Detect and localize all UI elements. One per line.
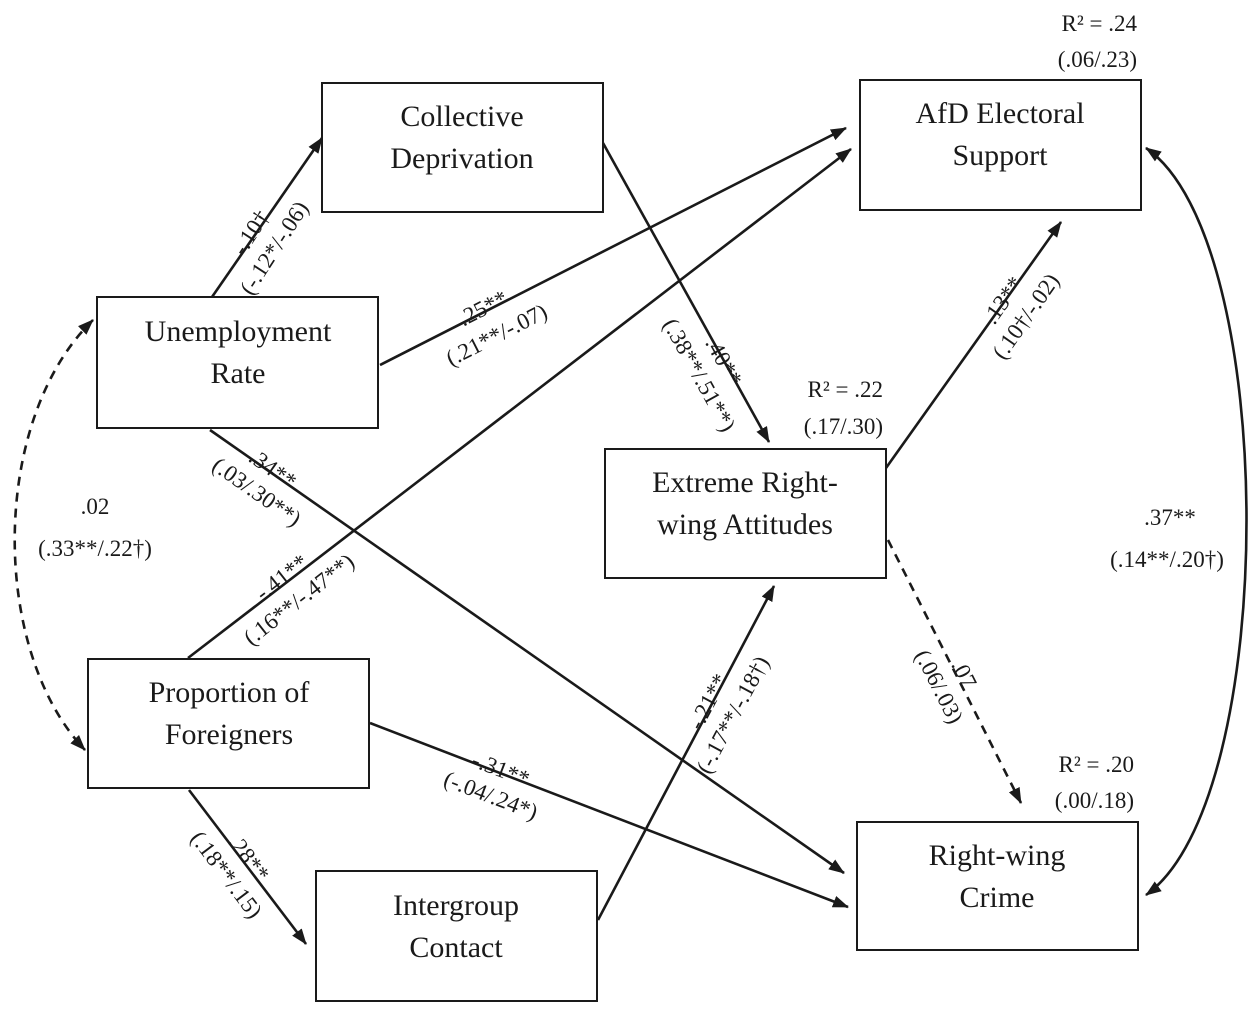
label-foreigners-to-contact: .28** (.18**/.15)	[186, 826, 275, 923]
edge-attitudes-to-crime	[886, 539, 1023, 804]
node-label-line2: Support	[952, 139, 1048, 172]
node-label-line2: Contact	[409, 931, 503, 964]
covariance-unemployment-foreigners	[13, 319, 94, 751]
r-squared-range: (.06/.23)	[1058, 47, 1137, 72]
edge-unemployment-to-crime	[209, 428, 845, 875]
node-label-line1: Proportion of	[149, 676, 310, 709]
node-label-line1: Right-wing	[929, 839, 1066, 872]
node-extreme-right-wing-attitudes: Extreme Right- wing Attitudes	[604, 448, 887, 579]
covariance-coefficient-sub: (.33**/.22†)	[38, 536, 152, 561]
edge-foreigners-to-afd	[187, 147, 852, 660]
node-label-line2: Foreigners	[165, 718, 293, 751]
edge-foreigners-to-crime	[369, 721, 849, 909]
r-squared-range: (.00/.18)	[1055, 788, 1134, 813]
node-label-line2: wing Attitudes	[657, 508, 833, 541]
edge-deprivation-to-attitudes	[601, 142, 771, 443]
node-proportion-of-foreigners: Proportion of Foreigners	[87, 658, 370, 789]
r-squared-crime: R² = .20 (.00/.18)	[1055, 752, 1134, 813]
label-unemployment-to-crime: .34** (.03/.30**)	[208, 444, 306, 532]
node-collective-deprivation: Collective Deprivation	[321, 82, 604, 213]
node-label-line1: Collective	[400, 100, 523, 133]
label-foreigners-to-crime: -.31** (-.04/.24*)	[440, 747, 541, 825]
node-label-line1: Intergroup	[393, 889, 519, 922]
node-label-line1: AfD Electoral	[915, 97, 1084, 130]
label-attitudes-to-afd: .13** (.10†/-.02)	[978, 269, 1064, 364]
r-squared-attitudes: R² = .22 (.17/.30)	[804, 377, 883, 439]
r-squared-value: R² = .20	[1059, 752, 1134, 777]
label-unemployment-to-deprivation: -.10† (-.12*/-.06)	[227, 197, 313, 300]
edge-unemployment-to-deprivation	[210, 137, 324, 298]
node-afd-electoral-support: AfD Electoral Support	[859, 79, 1142, 211]
edge-foreigners-to-contact	[187, 789, 308, 945]
node-label-line2: Crime	[960, 881, 1035, 914]
edge-contact-to-attitudes	[596, 585, 776, 921]
node-right-wing-crime: Right-wing Crime	[856, 821, 1139, 951]
covariance-coefficient-sub: (.14**/.20†)	[1110, 547, 1224, 572]
covariance-afd-crime	[1145, 146, 1248, 897]
node-unemployment-rate: Unemployment Rate	[96, 296, 379, 429]
node-label-line1: Unemployment	[145, 315, 332, 348]
label-unemployment-foreigners-covariance: .02 (.33**/.22†)	[38, 494, 152, 561]
covariance-coefficient: .37**	[1144, 505, 1196, 530]
r-squared-afd: R² = .24 (.06/.23)	[1058, 11, 1138, 72]
node-intergroup-contact: Intergroup Contact	[315, 870, 598, 1002]
edge-unemployment-to-afd	[379, 126, 847, 367]
node-label-line2: Deprivation	[390, 142, 533, 175]
r-squared-value: R² = .22	[808, 377, 883, 402]
covariance-coefficient: .02	[81, 494, 110, 519]
label-attitudes-to-crime: .07 (.06/.03)	[910, 646, 982, 728]
label-deprivation-to-attitudes: .40** (.38**/.51**)	[658, 314, 747, 436]
r-squared-range: (.17/.30)	[804, 414, 883, 439]
label-foreigners-to-afd: -.41** (.16**/-.47**)	[239, 549, 359, 651]
edge-attitudes-to-afd	[884, 221, 1063, 469]
node-label-line1: Extreme Right-	[652, 466, 838, 499]
label-afd-crime-covariance: .37** (.14**/.20†)	[1110, 505, 1224, 572]
node-label-line2: Rate	[211, 357, 266, 390]
r-squared-value: R² = .24	[1062, 11, 1138, 36]
